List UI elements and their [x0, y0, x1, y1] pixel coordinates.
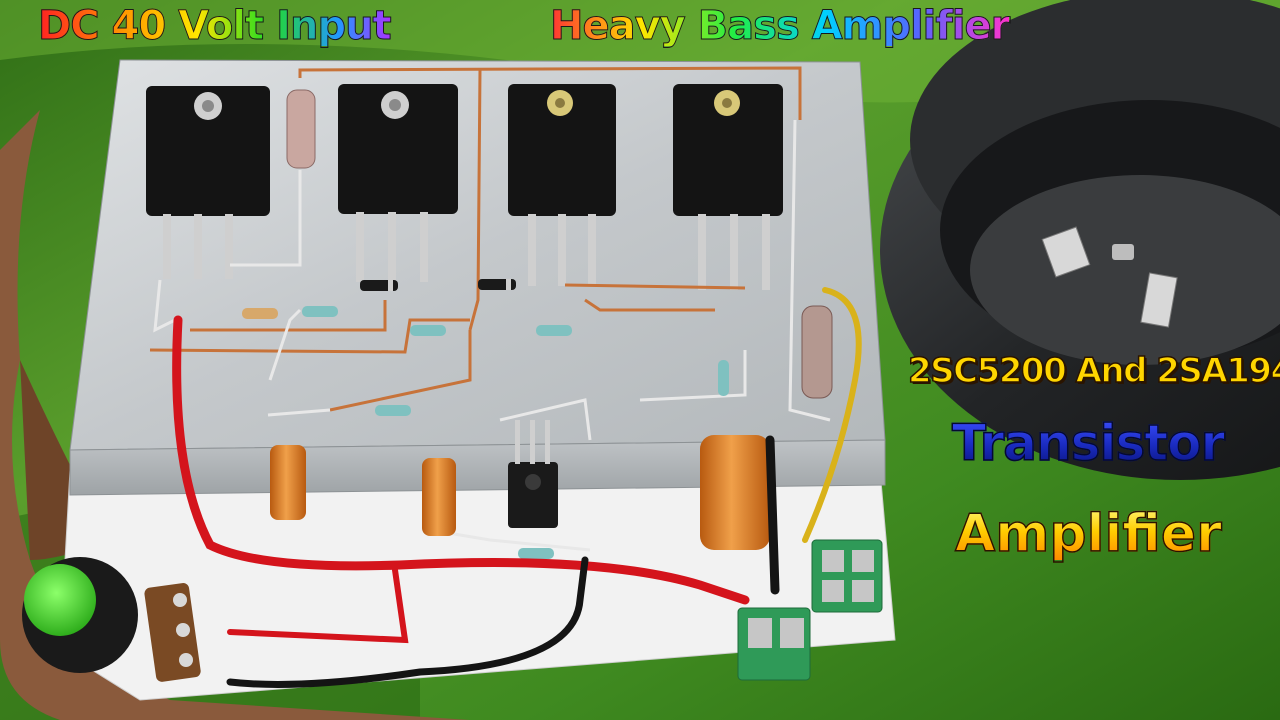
diode-1: [360, 280, 398, 291]
red-wire: [172, 315, 750, 605]
potentiometer: [22, 557, 201, 682]
black-wire: [226, 556, 589, 688]
overlay-word-transistor: Transistor: [951, 414, 1226, 472]
diode-2: [478, 279, 516, 290]
capacitor-small-1: [270, 445, 306, 520]
copper-wires: [149, 66, 802, 412]
speaker: [880, 0, 1280, 480]
overlay-title-dc-input: DC 40 Volt Input: [38, 3, 393, 49]
overlay-title-heavy-bass: Heavy Bass Amplifier: [549, 3, 1010, 49]
terminal-block-bottom: [737, 607, 811, 681]
transistor-4: [673, 84, 783, 290]
resistors: [242, 89, 833, 559]
transistor-2: [338, 84, 458, 282]
black-wire-2: [765, 435, 780, 595]
terminal-block-right: [811, 539, 883, 613]
red-wire-2: [227, 567, 409, 644]
capacitor-small-2: [422, 458, 456, 536]
capacitor-large: [700, 435, 770, 550]
speaker-terminal-left: [1041, 226, 1091, 278]
transistor-3: [508, 84, 616, 286]
speaker-terminal-right: [1140, 272, 1178, 328]
yellow-wire: [802, 287, 862, 543]
transistor-1: [146, 86, 270, 279]
overlay-word-amplifier: Amplifier: [954, 504, 1222, 564]
overlay-transistor-parts: 2SC5200 And 2SA1943: [907, 351, 1280, 391]
driver-transistor: [508, 420, 558, 528]
